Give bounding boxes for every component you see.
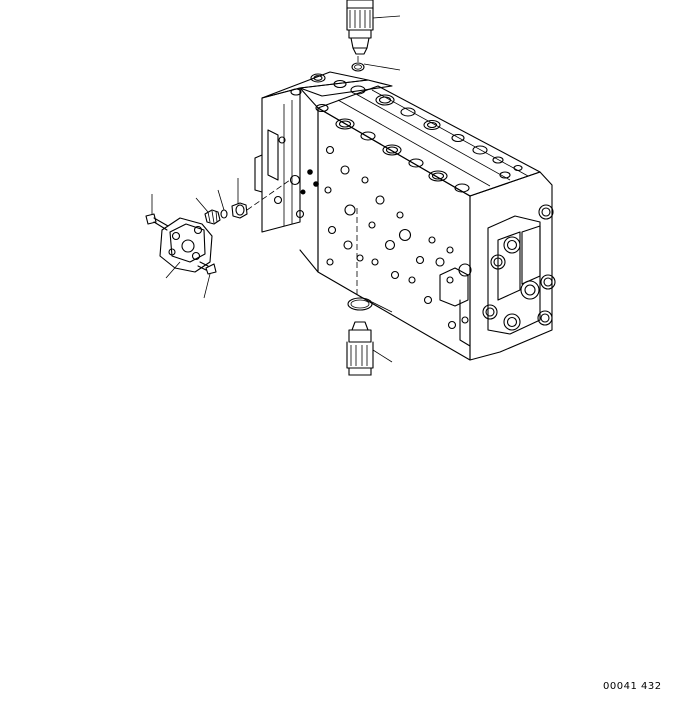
front-face-holes (275, 137, 469, 329)
plug (232, 178, 290, 218)
bolt-upper (146, 194, 168, 230)
top-relief-valve (347, 0, 400, 54)
bottom-relief-valve (347, 322, 392, 375)
top-face-ports (291, 74, 522, 192)
small-o-ring (218, 190, 227, 218)
body-right-end (470, 172, 552, 360)
body-top-face (318, 86, 540, 196)
right-end-bosses (459, 205, 555, 330)
bolt-lower (198, 262, 216, 298)
cover-plate (160, 218, 212, 272)
top-o-ring (352, 56, 400, 71)
control-valve-body (255, 72, 552, 360)
section-joint (300, 88, 318, 272)
cover-assembly (160, 218, 212, 278)
drawing-number: 00041 432 (603, 681, 662, 692)
body-front-face (318, 108, 470, 360)
end-cover (488, 216, 540, 334)
spring (196, 198, 220, 224)
bottom-o-ring (348, 208, 392, 312)
